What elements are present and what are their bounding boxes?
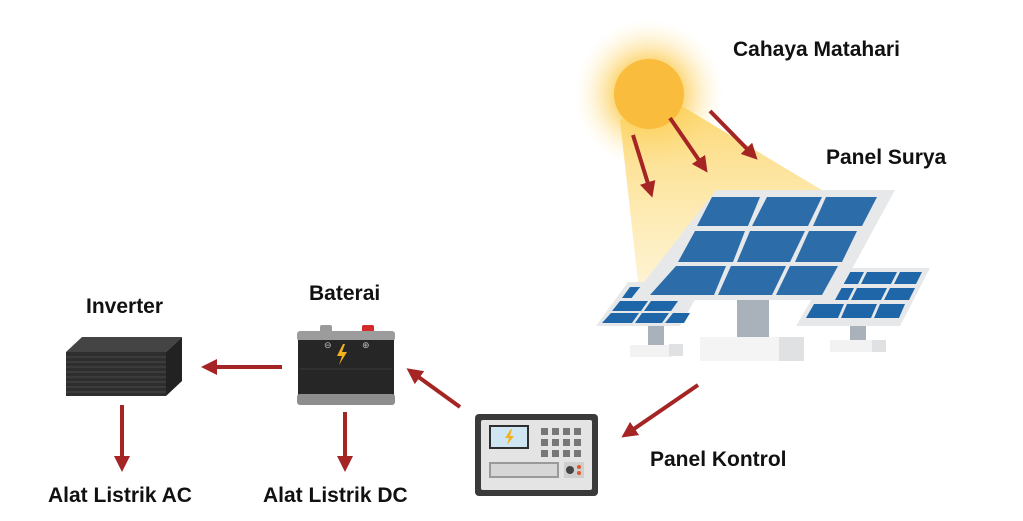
label-inverter: Inverter: [86, 295, 164, 318]
battery-icon: ⊖ ⊕: [297, 325, 395, 405]
arrow-control-to-battery: [406, 368, 462, 409]
sunlight-arrow: [708, 109, 758, 160]
control-panel-icon: [475, 414, 598, 496]
lightning-icon: [337, 344, 347, 365]
svg-text:⊕: ⊕: [362, 341, 370, 351]
label-sunlight: Cahaya Matahari: [733, 38, 900, 61]
arrow-panel-to-control: [621, 383, 700, 438]
label-solar-panel: Panel Surya: [826, 146, 947, 169]
label-control-panel: Panel Kontrol: [650, 448, 787, 471]
svg-text:⊖: ⊖: [324, 341, 332, 351]
label-battery: Baterai: [309, 282, 381, 305]
inverter-icon: [66, 337, 182, 396]
sunlight-arrow: [631, 134, 656, 198]
label-ac-appliances: Alat Listrik AC: [48, 484, 192, 507]
sunlight-arrow: [668, 116, 708, 173]
solar-panel-icon: [596, 190, 930, 361]
sunlight-arrows: [631, 109, 758, 198]
label-dc-appliances: Alat Listrik DC: [263, 484, 408, 507]
